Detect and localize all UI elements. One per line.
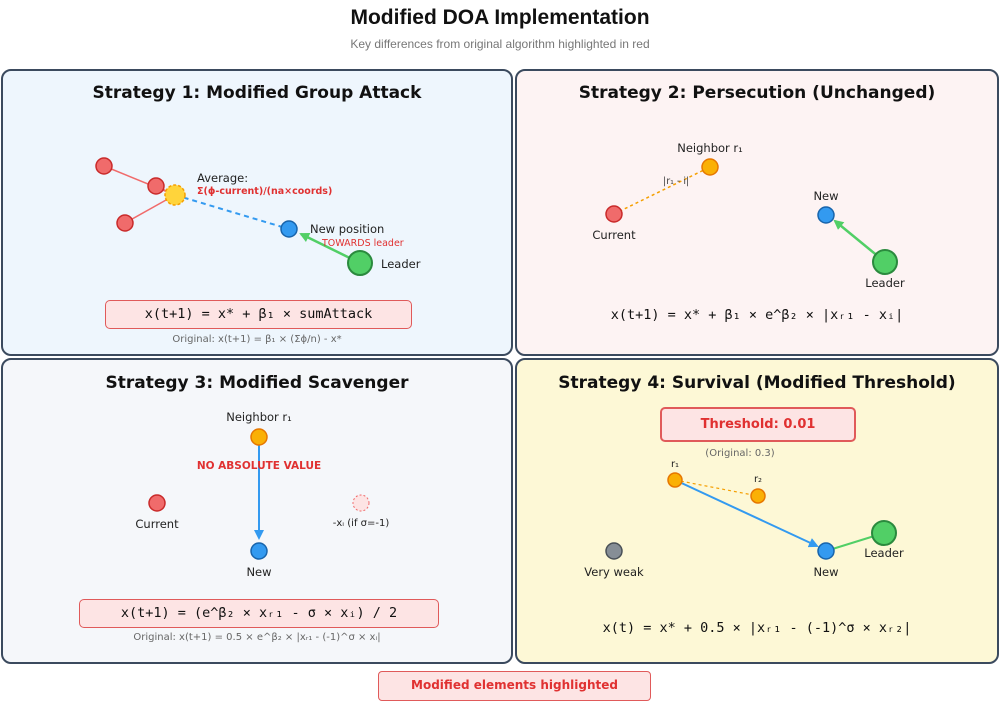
agent-node-1	[95, 157, 113, 175]
strategy-3-original-formula: Original: x(t+1) = 0.5 × e^β₂ × |xᵣ₁ - (…	[133, 632, 381, 643]
average-label: Average:	[197, 171, 249, 185]
r2-node	[750, 488, 766, 504]
distance-label: |r₁ - i|	[663, 176, 690, 187]
strategy-3-title: Strategy 3: Modified Scavenger	[105, 373, 409, 393]
leader-label: Leader	[865, 276, 905, 290]
r2-label: r₂	[753, 474, 763, 485]
strategy-3-panel: Strategy 3: Modified Scavenger Neighbor …	[1, 358, 513, 664]
r1-r2-dotted	[674, 479, 759, 497]
leader-node	[872, 249, 898, 275]
leader-label: Leader	[864, 546, 904, 560]
strategy-2-diagram	[605, 158, 898, 275]
no-absolute-value-label: NO ABSOLUTE VALUE	[196, 460, 322, 472]
original-threshold: (Original: 0.3)	[705, 448, 775, 459]
strategy-1-formula: x(t+1) = x* + β₁ × sumAttack	[105, 300, 412, 329]
page-title: Modified DOA Implementation	[350, 6, 650, 29]
strategy-3-diagram	[148, 428, 370, 560]
leader-label: Leader	[381, 257, 421, 271]
average-node	[164, 184, 186, 206]
strategy-2-panel: Strategy 2: Persecution (Unchanged) Neig…	[515, 69, 999, 356]
very-weak-label: Very weak	[584, 565, 644, 579]
negated-position-label: -xᵢ (if σ=-1)	[332, 518, 390, 529]
new-label: New	[246, 565, 272, 579]
r1-node	[667, 472, 683, 488]
strategy-4-panel: Strategy 4: Survival (Modified Threshold…	[515, 358, 999, 664]
strategy-1-panel: Strategy 1: Modified Group Attack Averag…	[1, 69, 513, 356]
page-subtitle: Key differences from original algorithm …	[350, 37, 650, 51]
agent-node-2	[147, 177, 165, 195]
new-position-node	[280, 220, 298, 238]
strategy-1-original-formula: Original: x(t+1) = β₁ × (Σϕ/n) - x*	[172, 334, 342, 345]
r1-to-new-arrow	[674, 479, 819, 548]
current-node	[605, 205, 623, 223]
agent-node-3	[116, 214, 134, 232]
current-node	[148, 494, 166, 512]
threshold-box: Threshold: 0.01	[660, 407, 856, 442]
new-position-label: New position	[310, 222, 385, 236]
current-label: Current	[592, 228, 636, 242]
leader-node	[347, 250, 373, 276]
r1-label: r₁	[670, 459, 680, 470]
neighbor-label: Neighbor r₁	[677, 141, 743, 155]
average-formula: Σ(ϕ-current)/(na×coords)	[197, 186, 333, 197]
strategy-4-formula: x(t) = x* + 0.5 × |xᵣ₁ - (-1)^σ × xᵣ₂|	[602, 620, 912, 636]
neighbor-node	[250, 428, 268, 446]
strategy-4-title: Strategy 4: Survival (Modified Threshold…	[558, 373, 956, 393]
new-label: New	[813, 189, 839, 203]
negated-position-node	[352, 494, 370, 512]
new-node	[817, 206, 835, 224]
neighbor-node	[701, 158, 719, 176]
footer-note: Modified elements highlighted	[378, 671, 651, 701]
neighbor-label: Neighbor r₁	[226, 410, 292, 424]
leader-node	[871, 520, 897, 546]
new-node	[817, 542, 835, 560]
new-label: New	[813, 565, 839, 579]
towards-leader-label: TOWARDS leader	[322, 238, 404, 249]
new-node	[250, 542, 268, 560]
very-weak-node	[605, 542, 623, 560]
strategy-3-formula: x(t+1) = (e^β₂ × xᵣ₁ - σ × xᵢ) / 2	[79, 599, 439, 628]
strategy-2-title: Strategy 2: Persecution (Unchanged)	[578, 83, 936, 103]
strategy-1-diagram	[95, 157, 373, 276]
strategy-2-formula: x(t+1) = x* + β₁ × e^β₂ × |xᵣ₁ - xᵢ|	[610, 307, 904, 323]
current-neighbor-dotted	[613, 166, 711, 215]
current-label: Current	[135, 517, 179, 531]
average-to-new-dashed	[174, 194, 290, 230]
strategy-4-diagram	[605, 472, 897, 560]
strategy-1-title: Strategy 1: Modified Group Attack	[92, 83, 422, 103]
